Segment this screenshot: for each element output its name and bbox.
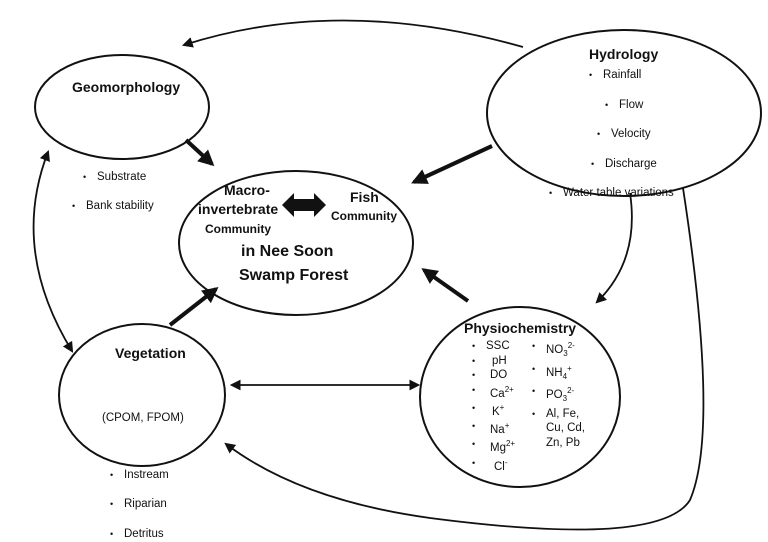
geomorphology-title: Geomorphology: [72, 79, 181, 95]
place-line1: in Nee Soon: [241, 243, 334, 260]
vegetation-item: Riparian: [110, 497, 768, 512]
hydrology-item: Velocity: [597, 127, 768, 142]
arrow-physiochemistry-to-center: [421, 268, 470, 303]
physiochemistry-item: Cl-: [472, 456, 515, 474]
geomorphology-node: [34, 54, 210, 160]
hydrology-item: Discharge: [591, 157, 768, 172]
physiochemistry-col2: NO32- NH4+ PO32- Al, Fe, Cu, Cd, Zn, Pb: [532, 339, 585, 450]
vegetation-title: Vegetation: [115, 345, 186, 361]
physiochemistry-item: NH4+: [532, 362, 585, 385]
macro-line1: Macro-: [224, 182, 270, 198]
physiochemistry-title: Physiochemistry: [464, 320, 577, 336]
physiochemistry-item: Mg2+: [472, 437, 515, 455]
physiochemistry-item: Al, Fe,: [532, 407, 585, 422]
arrow-vegetation-to-center: [168, 287, 219, 327]
hydrology-title: Hydrology: [589, 46, 659, 62]
macro-line2: invertebrate: [198, 201, 279, 217]
physiochemistry-extra: Cu, Cd,: [546, 422, 585, 435]
arrow-geomorphology-vegetation: [32, 149, 74, 353]
physiochemistry-col1: SSC pH DO Ca2+ K+ Na+ Mg2+ Cl-: [472, 339, 515, 474]
arrow-hydrology-to-geomorphology: [181, 19, 524, 48]
physiochemistry-node: [419, 306, 621, 488]
vegetation-node: [58, 323, 226, 467]
macro-line3: Community: [205, 222, 271, 236]
physiochemistry-item: SSC: [472, 339, 515, 354]
arrow-geomorphology-to-center: [184, 138, 215, 167]
hydrology-item: Rainfall: [589, 68, 768, 83]
physiochemistry-extra: Zn, Pb: [546, 436, 580, 449]
physiochemistry-item: K+: [472, 401, 515, 419]
physiochemistry-item: PO32-: [532, 384, 585, 407]
physiochemistry-item: NO32-: [532, 339, 585, 362]
place-line2: Swamp Forest: [239, 267, 349, 284]
vegetation-note: (CPOM, FPOM): [102, 412, 184, 424]
hydrology-item: Flow: [605, 98, 768, 113]
fish-line2: Community: [331, 209, 397, 223]
fish-line1: Fish: [350, 189, 379, 205]
physiochemistry-item: pH: [472, 354, 515, 369]
geomorphology-item: Substrate: [83, 170, 768, 185]
hydrology-item: Water table variations: [549, 186, 768, 201]
geomorphology-item: Bank stability: [72, 199, 768, 214]
vegetation-item: Instream: [110, 468, 768, 483]
physiochemistry-item: Ca2+: [472, 383, 515, 401]
physiochemistry-item: DO: [472, 368, 515, 383]
vegetation-item: Detritus: [110, 527, 768, 542]
physiochemistry-item: Na+: [472, 419, 515, 437]
